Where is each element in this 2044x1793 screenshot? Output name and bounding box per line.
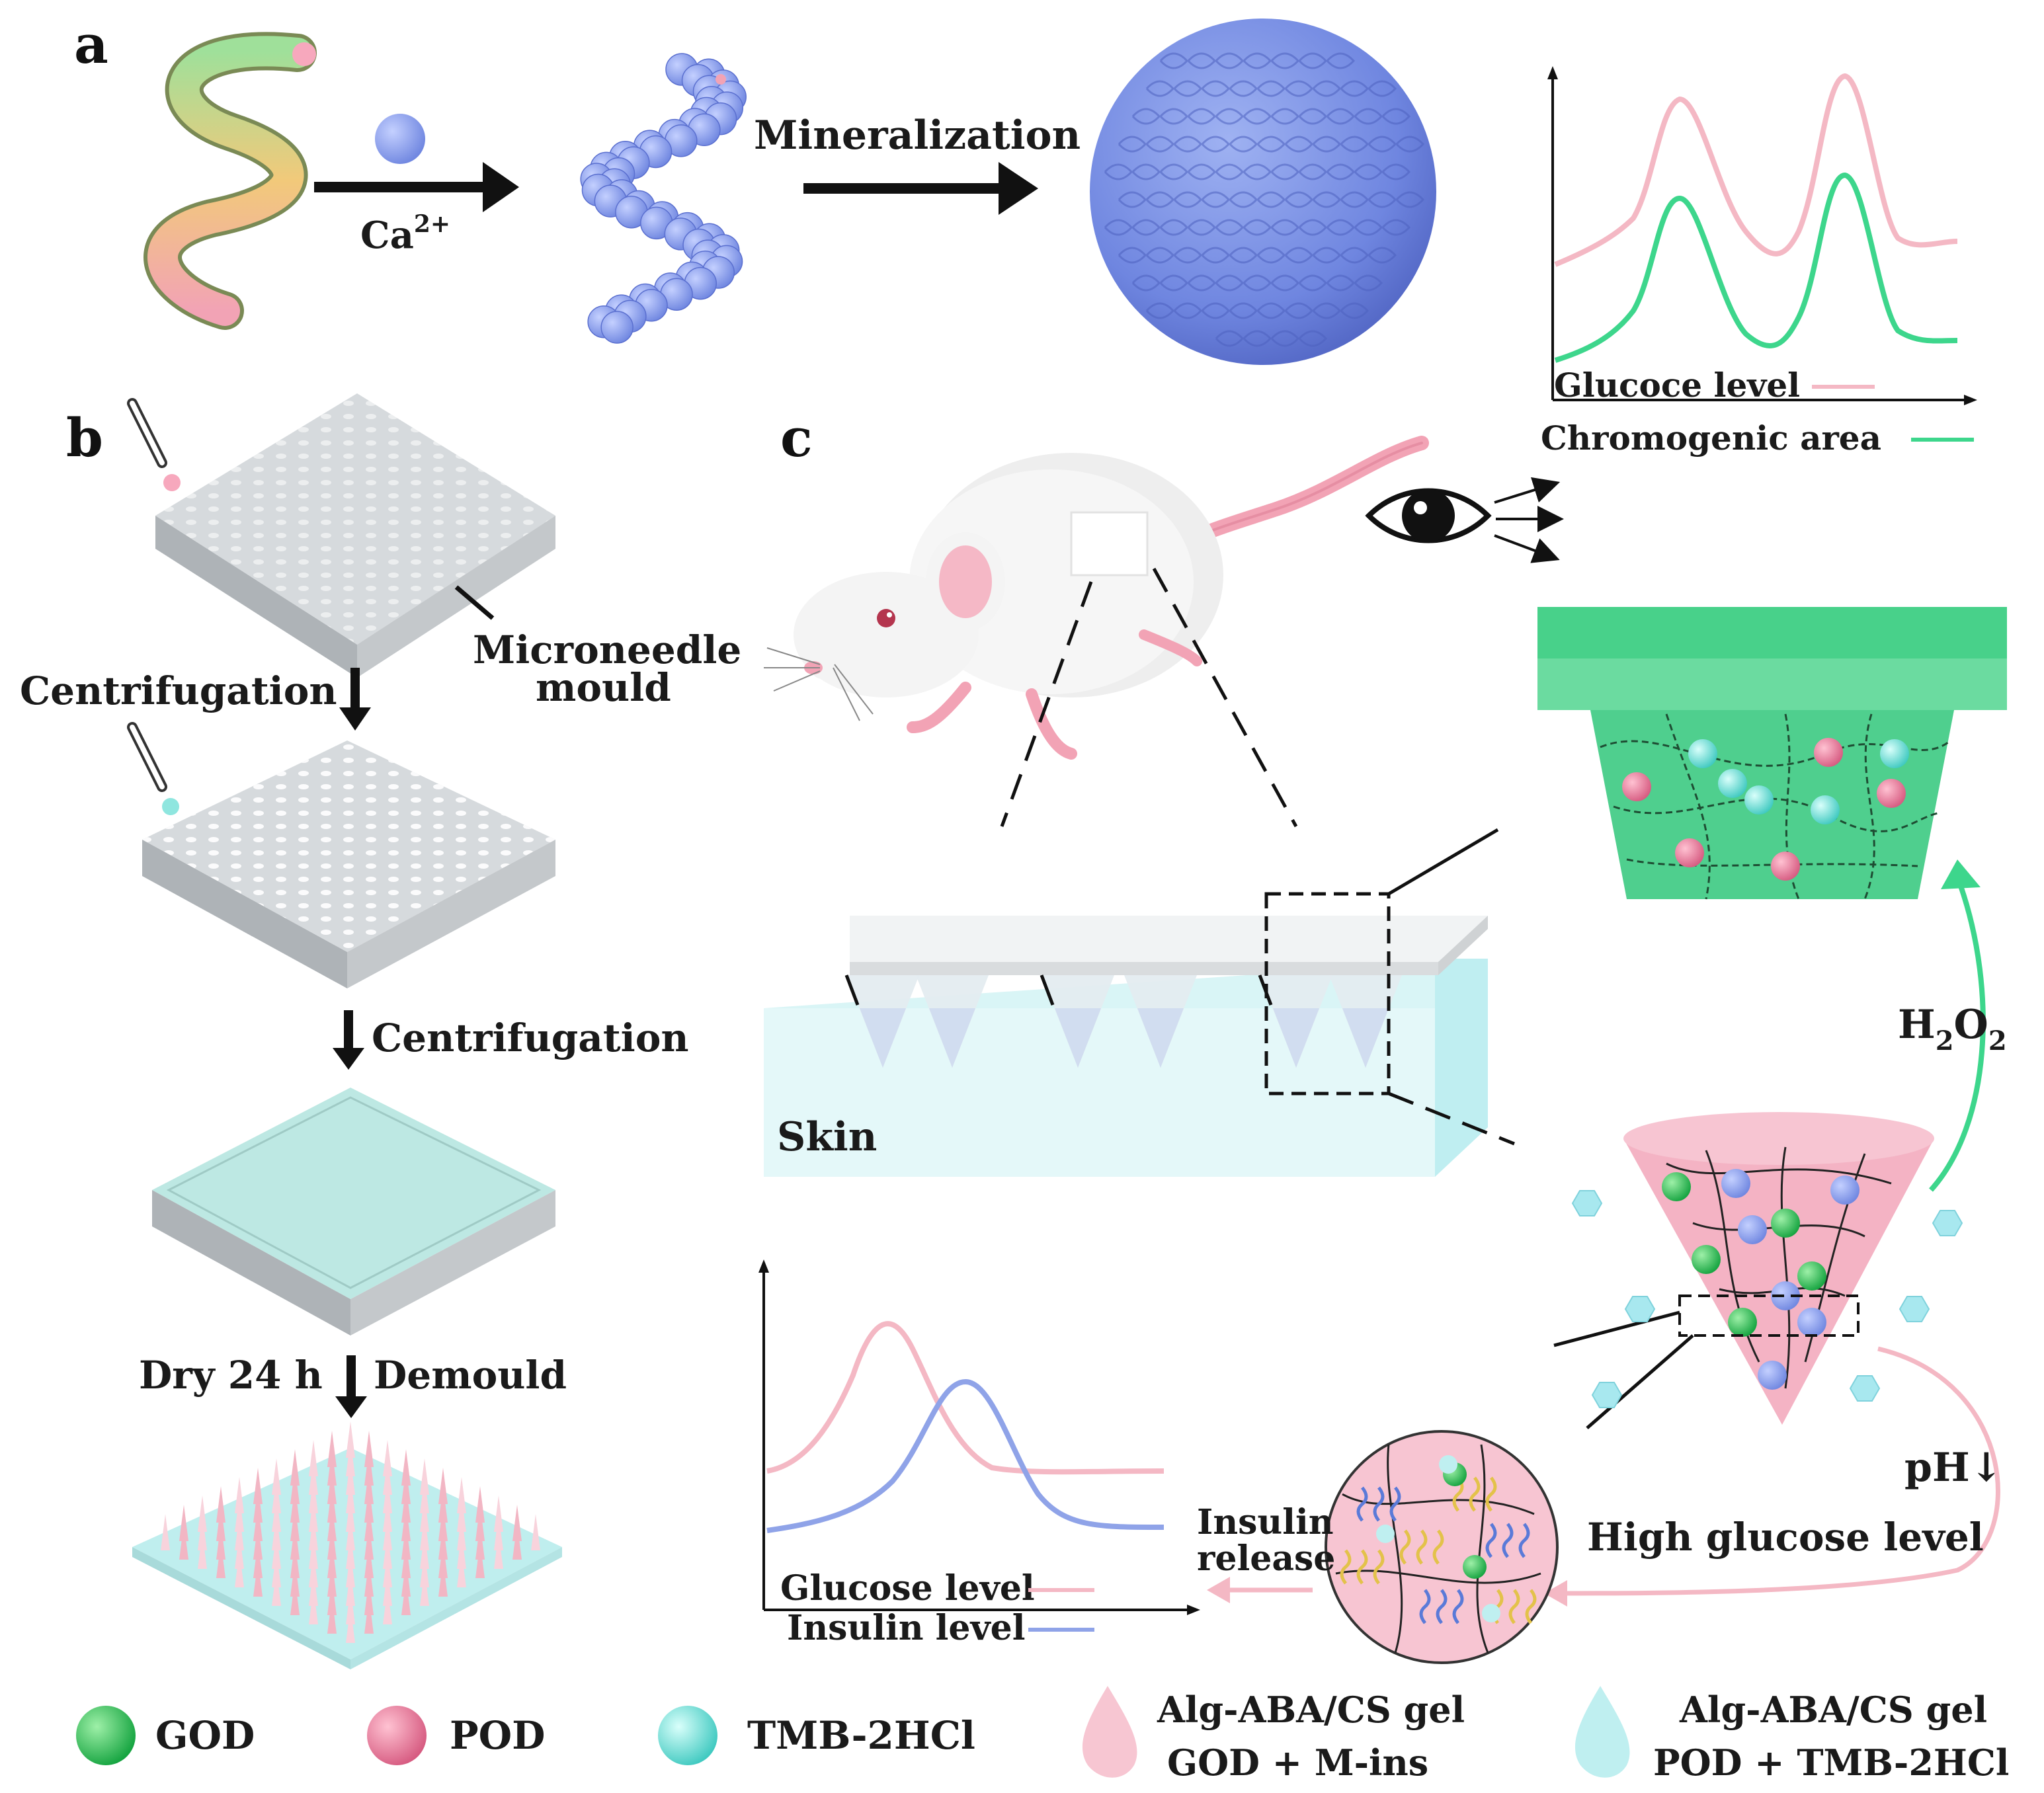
pipette-icon-2 [127,722,179,815]
pink-gel-drop-icon [1082,1686,1137,1778]
calcium-ion-icon [375,114,425,164]
microneedle-mould-3 [152,1088,555,1335]
panel-label-b: b [66,407,103,469]
legend-glucose-c: Glucose level [780,1568,1035,1609]
cyan-gel-drop-icon [1574,1686,1630,1778]
legend-pod: POD [450,1713,545,1758]
panel-label-a: a [74,13,108,75]
protein-helix-illustration [143,32,317,330]
legend-gel-pink-1: Alg-ABA/CS gel [1157,1689,1465,1731]
legend-bar: GOD POD TMB-2HCl Alg-ABA/CS gel GOD + M-… [76,1686,2009,1784]
demould-label: Demould [374,1353,567,1398]
skin-with-microneedle-illustration [764,828,1515,1177]
ion-label: Ca2+ [360,210,450,257]
glucose-curve-a [1554,73,1958,267]
pipette-icon [127,398,181,491]
chromogenic-curve-a [1554,172,1958,363]
legend-god: GOD [155,1713,255,1758]
centrifugation-label-1: Centrifugation [20,668,337,713]
legend-gel-cyan-2: POD + TMB-2HCl [1653,1741,2009,1784]
eye-icon [1365,477,1564,563]
patch-on-rat [1070,511,1149,577]
skin-label: Skin [777,1114,877,1160]
zoom-box [1264,892,1391,1096]
legend-tmb: TMB-2HCl [747,1713,975,1758]
glucose-curve-c [766,1321,1165,1475]
high-glucose-label: High glucose level [1587,1515,1984,1560]
panel-label-c: c [780,407,813,469]
arrow-ca [314,162,519,212]
microneedle-mould-2 [142,740,555,988]
microneedle-mould-1 [155,393,555,678]
calcium-bound-protein-illustration [580,53,747,344]
glucose-molecules [1571,1189,1963,1409]
cone-zoom-box [1678,1295,1860,1337]
insulin-release-zoom-circle [1325,1430,1559,1664]
insulin-needle-tip-illustration [1553,1112,1934,1429]
ph-arrow [1557,1346,2000,1596]
centrifugation-label-2: Centrifugation [372,1016,689,1060]
legend-chromogenic-a: Chromogenic area [1541,418,1881,458]
legend-insulin-c: Insulin level [787,1608,1026,1648]
insulin-release-label-2: release [1197,1538,1335,1579]
mould-label: mould [536,665,671,710]
zoom-line-left [1000,581,1093,827]
microneedle-label: Microneedle [473,627,741,672]
god-swatch-icon [76,1706,136,1765]
insulin-curve-c [766,1378,1165,1533]
chart-glucose-insulin: Glucose level Insulin level [758,1259,1200,1648]
chromogenic-needle-tip-illustration [1537,607,2007,900]
h2o2-label: H2O2 [1898,1002,2007,1056]
arrow-down-1 [339,668,371,731]
ph-label: pH↓ [1904,1445,2003,1491]
pod-swatch-icon [367,1706,427,1765]
zoom-line-top [1387,828,1499,896]
legend-gel-cyan-1: Alg-ABA/CS gel [1679,1689,1987,1731]
rat-illustration [764,436,1429,760]
arrow-down-3 [335,1355,367,1418]
h2o2-arrow [1929,885,1986,1192]
mineralization-label: Mineralization [754,112,1081,159]
dry-label: Dry 24 h [139,1353,323,1398]
mould-pointer-line [454,585,495,620]
arrow-mineralization [803,162,1038,215]
chart-glucose-chromogenic: Glucoce level Chromogenic area [1541,66,1977,458]
tmb-swatch-icon [658,1706,717,1765]
zoom-line-bottom [1388,1092,1515,1146]
arrow-down-2 [333,1010,364,1070]
mineralized-sphere-illustration [1090,19,1436,365]
zoom-line-right [1152,567,1298,828]
microneedle-patch-illustration [132,1421,562,1669]
legend-glucose-a: Glucoce level [1554,366,1800,405]
legend-gel-pink-2: GOD + M-ins [1167,1741,1428,1784]
insulin-release-label-1: Insulin [1197,1502,1334,1542]
